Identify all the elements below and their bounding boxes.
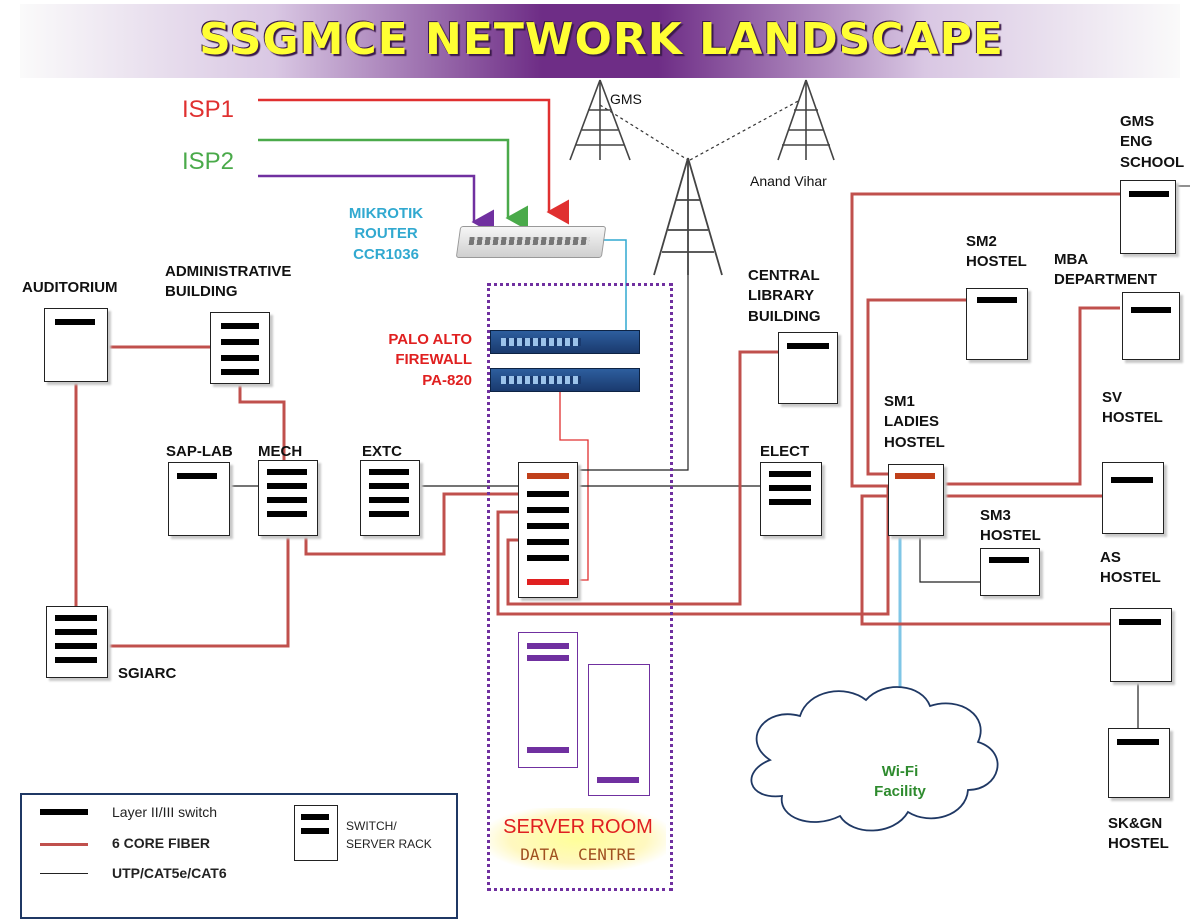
- elect-label: ELECT: [760, 443, 810, 460]
- isp2-label: ISP2: [182, 148, 235, 175]
- mech-switch[interactable]: [258, 460, 318, 536]
- gms-eng-school-switch[interactable]: [1120, 180, 1176, 254]
- admin-building-switch[interactable]: [210, 312, 270, 384]
- isp2-line: [258, 138, 528, 231]
- auditorium-switch[interactable]: [44, 308, 108, 382]
- legend: Layer II/III switch 6 CORE FIBER UTP/CAT…: [20, 793, 458, 919]
- mech-label: MECH: [258, 443, 303, 460]
- tower-link-anand-vihar: [689, 99, 801, 161]
- mikrotik-router-icon: [455, 226, 607, 258]
- extc-switch[interactable]: [360, 460, 420, 536]
- tower-core-link: [570, 270, 689, 471]
- sap-lab-switch[interactable]: [168, 462, 230, 536]
- firewall-core-link: [559, 392, 589, 581]
- tower-link-gms: [599, 104, 689, 161]
- core-switch-rack[interactable]: [518, 462, 578, 598]
- sgiarc-switch[interactable]: [46, 606, 108, 678]
- title-band: [20, 4, 1180, 78]
- isp1-line: [258, 98, 569, 225]
- extc-label: EXTC: [362, 443, 403, 460]
- server-rack-2[interactable]: [588, 664, 650, 796]
- tower-campus-icon: [653, 157, 723, 276]
- diagram-title: SSGMCE NETWORK LANDSCAPE: [199, 14, 1004, 65]
- server-room-label-bg: [490, 808, 666, 870]
- legend-fiber-swatch: [40, 843, 88, 846]
- isp1-label: ISP1: [182, 96, 235, 123]
- firewall-unit-1-icon: [490, 330, 640, 354]
- sm1-hostel-switch[interactable]: [888, 464, 944, 536]
- sv-hostel-switch[interactable]: [1102, 462, 1164, 534]
- legend-rack-icon: [294, 805, 338, 861]
- tower-anand-vihar-icon: [777, 79, 835, 161]
- isp-purple-line: [258, 174, 494, 235]
- auditorium-label: AUDITORIUM: [22, 279, 118, 296]
- legend-fiber-text: 6 CORE FIBER: [112, 835, 211, 851]
- sm2-hostel-switch[interactable]: [966, 288, 1028, 360]
- server-rack-1[interactable]: [518, 632, 578, 768]
- legend-utp-swatch: [40, 873, 88, 874]
- server-room-label: SERVER ROOM: [503, 816, 653, 838]
- legend-rack-text-1: SWITCH/: [346, 819, 397, 833]
- mba-department-switch[interactable]: [1122, 292, 1180, 360]
- data-centre-label: DATA CENTRE: [520, 845, 636, 864]
- as-hostel-switch[interactable]: [1110, 608, 1172, 682]
- tower-anand-vihar-label: Anand Vihar: [750, 173, 827, 189]
- sm3-hostel-switch[interactable]: [980, 548, 1040, 596]
- legend-rack-text-2: SERVER RACK: [346, 837, 432, 851]
- legend-utp-text: UTP/CAT5e/CAT6: [112, 865, 227, 881]
- sap-lab-label: SAP-LAB: [166, 443, 233, 460]
- tower-gms-icon: [569, 79, 631, 161]
- legend-switch-swatch: [40, 809, 88, 815]
- firewall-unit-2-icon: [490, 368, 640, 392]
- sgiarc-label: SGIARC: [118, 665, 177, 682]
- elect-switch[interactable]: [760, 462, 822, 536]
- central-library-switch[interactable]: [778, 332, 838, 404]
- server-room-boundary: [487, 283, 673, 891]
- legend-switch-text: Layer II/III switch: [112, 804, 218, 820]
- skgn-hostel-switch[interactable]: [1108, 728, 1170, 798]
- tower-gms-label: GMS: [610, 91, 642, 107]
